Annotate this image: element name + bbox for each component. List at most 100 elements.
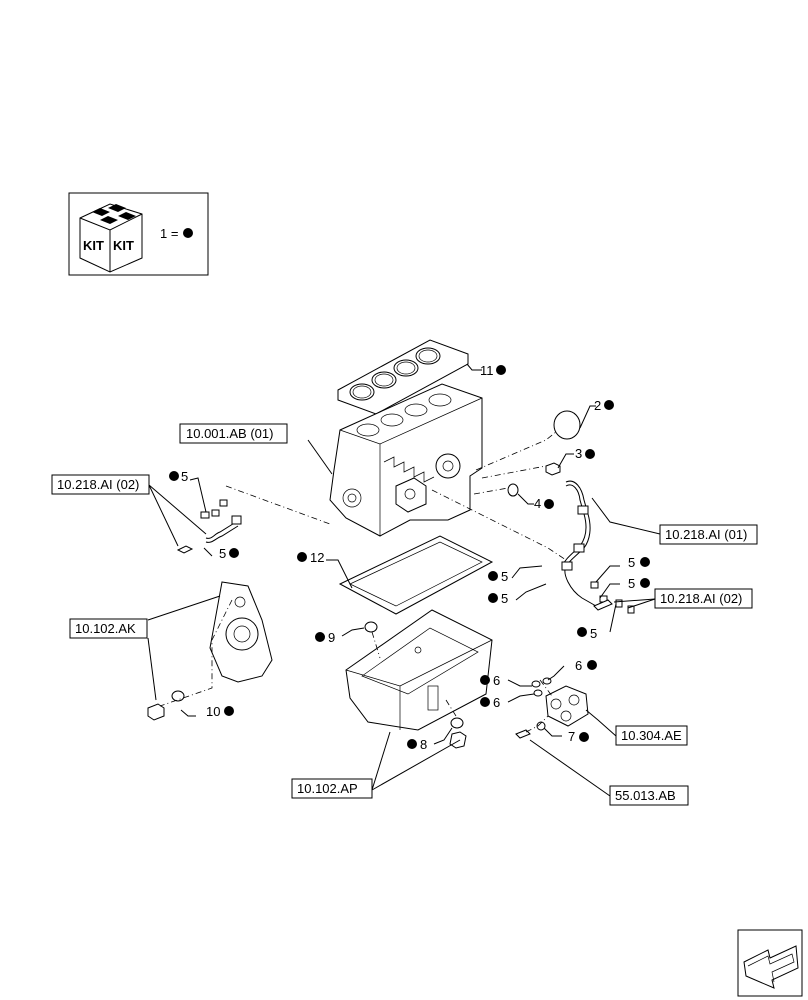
- svg-text:6: 6: [493, 695, 500, 710]
- callout-11: 11: [480, 363, 506, 378]
- engine-block: [329, 383, 483, 537]
- filled-dot-icon: [640, 578, 650, 588]
- svg-text:5: 5: [628, 555, 635, 570]
- callout-4: 4: [534, 496, 554, 511]
- drain-plug-8: [449, 717, 467, 749]
- filled-dot-icon: [496, 365, 506, 375]
- filled-dot-icon: [640, 557, 650, 567]
- filled-dot-icon: [604, 400, 614, 410]
- svg-text:10.304.AE[interactable]: 10.304.AE: [621, 728, 682, 743]
- callout-5f: 5: [628, 576, 650, 591]
- filled-dot-icon: [224, 706, 234, 716]
- callout-12: 12: [297, 550, 324, 565]
- callout-6c: 6: [575, 658, 597, 673]
- ref-sensor[interactable]: 55.013.AB: [609, 785, 689, 806]
- svg-text:3: 3: [575, 446, 582, 461]
- svg-text:6: 6: [493, 673, 500, 688]
- svg-text:6: 6: [575, 658, 582, 673]
- assembly-lines: [159, 431, 567, 733]
- callout-5d: 5: [488, 591, 508, 606]
- svg-text:10: 10: [206, 704, 220, 719]
- filled-dot-icon: [488, 593, 498, 603]
- svg-text:8: 8: [420, 737, 427, 752]
- filled-dot-icon: [407, 739, 417, 749]
- filled-dot-icon: [480, 697, 490, 707]
- o-ring-9: [364, 621, 378, 633]
- filled-dot-icon: [480, 675, 490, 685]
- svg-text:12: 12: [310, 550, 324, 565]
- filled-dot-icon: [579, 732, 589, 742]
- svg-text:5: 5: [590, 626, 597, 641]
- ref-lube-left[interactable]: 10.218.AI (02): [51, 474, 150, 495]
- svg-text:10.102.AP[interactable]: 10.102.AP: [297, 781, 358, 796]
- ref-lube-right-bottom[interactable]: 10.218.AI (02): [654, 588, 753, 609]
- oil-pipe-left: [176, 499, 242, 554]
- callout-10: 10: [206, 704, 234, 719]
- callout-8: 8: [407, 737, 427, 752]
- svg-text:55.013.AB[interactable]: 55.013.AB: [615, 788, 676, 803]
- filled-dot-icon: [315, 632, 325, 642]
- ref-pump[interactable]: 10.304.AE: [615, 725, 688, 746]
- oil-pan-gasket: [338, 535, 494, 615]
- oil-pipe-fittings: [590, 581, 635, 614]
- svg-text:5: 5: [628, 576, 635, 591]
- oil-pipe-upper: [561, 480, 597, 607]
- svg-text:10.218.AI (02)[interactable]: 10.218.AI (02): [660, 591, 742, 606]
- o-ring-10: [171, 690, 185, 702]
- svg-text:4: 4: [534, 496, 541, 511]
- leader-lines: [147, 363, 661, 797]
- svg-text:2: 2: [594, 398, 601, 413]
- svg-text:10.218.AI (01)[interactable]: 10.218.AI (01): [665, 527, 747, 542]
- ref-block[interactable]: 10.001.AB (01): [179, 423, 288, 444]
- kit-legend: KIT KIT 1 =: [68, 192, 209, 276]
- oil-pump: [545, 685, 589, 727]
- filled-dot-icon: [229, 548, 239, 558]
- svg-text:10.001.AB (01)[interactable]: 10.001.AB (01): [186, 426, 273, 441]
- filled-dot-icon: [169, 471, 179, 481]
- filled-dot-icon: [183, 228, 193, 238]
- svg-text:5: 5: [501, 569, 508, 584]
- callout-2: 2: [594, 398, 614, 413]
- filled-dot-icon: [585, 449, 595, 459]
- ref-cover[interactable]: 10.102.AK: [69, 618, 148, 639]
- filled-dot-icon: [488, 571, 498, 581]
- callout-9: 9: [315, 630, 335, 645]
- svg-text:7: 7: [568, 729, 575, 744]
- callout-5e: 5: [628, 555, 650, 570]
- plug-cover: [147, 703, 165, 721]
- kit-equation-label: 1 =: [160, 226, 178, 241]
- oil-pan: [345, 609, 493, 731]
- o-ring-2: [553, 410, 581, 440]
- ref-lube-right-top[interactable]: 10.218.AI (01): [659, 524, 758, 545]
- filled-dot-icon: [544, 499, 554, 509]
- svg-text:9: 9: [328, 630, 335, 645]
- svg-text:10.218.AI (02)[interactable]: 10.218.AI (02): [57, 477, 139, 492]
- callout-7: 7: [568, 729, 589, 744]
- head-gasket: [337, 339, 469, 415]
- callout-5a: 5: [169, 469, 188, 484]
- ref-pan[interactable]: 10.102.AP: [291, 778, 373, 799]
- svg-text:5: 5: [181, 469, 188, 484]
- callout-3: 3: [575, 446, 595, 461]
- callout-5g: 5: [577, 626, 597, 641]
- svg-text:5: 5: [219, 546, 226, 561]
- filled-dot-icon: [297, 552, 307, 562]
- o-rings-6: [531, 677, 552, 697]
- o-ring-4: [507, 483, 519, 497]
- front-cover: [209, 581, 273, 683]
- callout-6b: 6: [480, 695, 500, 710]
- kit-left-label: KIT: [83, 238, 104, 253]
- svg-text:5: 5: [501, 591, 508, 606]
- filled-dot-icon: [587, 660, 597, 670]
- kit-right-label: KIT: [113, 238, 134, 253]
- svg-text:11: 11: [480, 363, 494, 378]
- svg-text:10.102.AK[interactable]: 10.102.AK: [75, 621, 136, 636]
- callout-6a: 6: [480, 673, 500, 688]
- plug-3: [545, 462, 561, 476]
- filled-dot-icon: [577, 627, 587, 637]
- callout-5c: 5: [488, 569, 508, 584]
- next-page-arrow-icon[interactable]: [737, 929, 803, 997]
- kit-box-icon: KIT KIT: [79, 203, 143, 273]
- callout-5b: 5: [219, 546, 239, 561]
